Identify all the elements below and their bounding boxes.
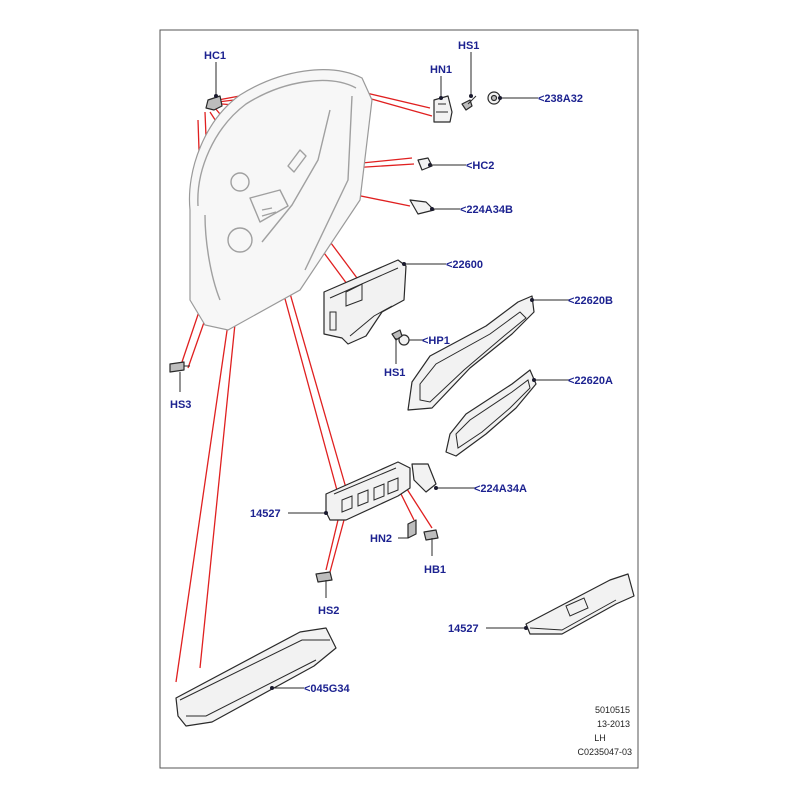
hc2-clip (417, 157, 466, 171)
label-hc1: HC1 (204, 50, 226, 62)
hc1-clip (205, 62, 223, 111)
footer-reference: 5010515 13-2013 LH C0235047-03 (577, 705, 632, 757)
c14527-switch-pack (288, 461, 411, 521)
hs3-screw (169, 361, 190, 392)
label-224a34b: <224A34B (460, 204, 513, 216)
c238a32-part (487, 91, 538, 105)
label-238a32: <238A32 (538, 93, 583, 105)
label-22620b: <22620B (568, 295, 613, 307)
c224a34a-bracket (411, 463, 476, 493)
label-045g34: <045G34 (304, 683, 350, 695)
hb1-bolt (423, 529, 439, 556)
c045g34-armrest (175, 627, 337, 727)
label-hn2: HN2 (370, 533, 392, 545)
footer-ref: 5010515 (595, 705, 630, 715)
c22620b-bezel (407, 295, 570, 411)
footer-date: 13-2013 (597, 719, 630, 729)
hs1-screw-mid (391, 329, 403, 364)
footer-code: C0235047-03 (577, 747, 632, 757)
footer-side: LH (594, 733, 606, 743)
hp1-pin (398, 334, 424, 346)
label-hs2: HS2 (318, 605, 339, 617)
label-22620a: <22620A (568, 375, 613, 387)
label-14527-right: 14527 (448, 623, 479, 635)
c22600-handle (323, 259, 446, 345)
label-hs1-top: HS1 (458, 40, 479, 52)
label-14527-left: 14527 (250, 508, 281, 520)
c14527-switch-bezel (486, 573, 635, 635)
callout-labels: HC1 HS1 HN1 <238A32 <HC2 <224A34B <22600… (170, 40, 613, 695)
label-hp1: <HP1 (422, 335, 450, 347)
hs2-screw (315, 571, 333, 598)
label-hs1-mid: HS1 (384, 367, 405, 379)
hs1-screw-top (461, 52, 477, 111)
c22620a-bezel (445, 369, 570, 457)
label-hc2: <HC2 (466, 160, 494, 172)
c224a34b-bracket (409, 199, 460, 215)
diagram-frame (159, 29, 639, 769)
label-224a34a: <224A34A (474, 483, 527, 495)
label-hb1: HB1 (424, 564, 446, 576)
label-hn1: HN1 (430, 64, 452, 76)
label-hs3: HS3 (170, 399, 191, 411)
hn1-bracket (433, 76, 453, 123)
door-trim-panel (188, 69, 373, 331)
hn2-nut (398, 519, 417, 539)
label-22600: <22600 (446, 259, 483, 271)
